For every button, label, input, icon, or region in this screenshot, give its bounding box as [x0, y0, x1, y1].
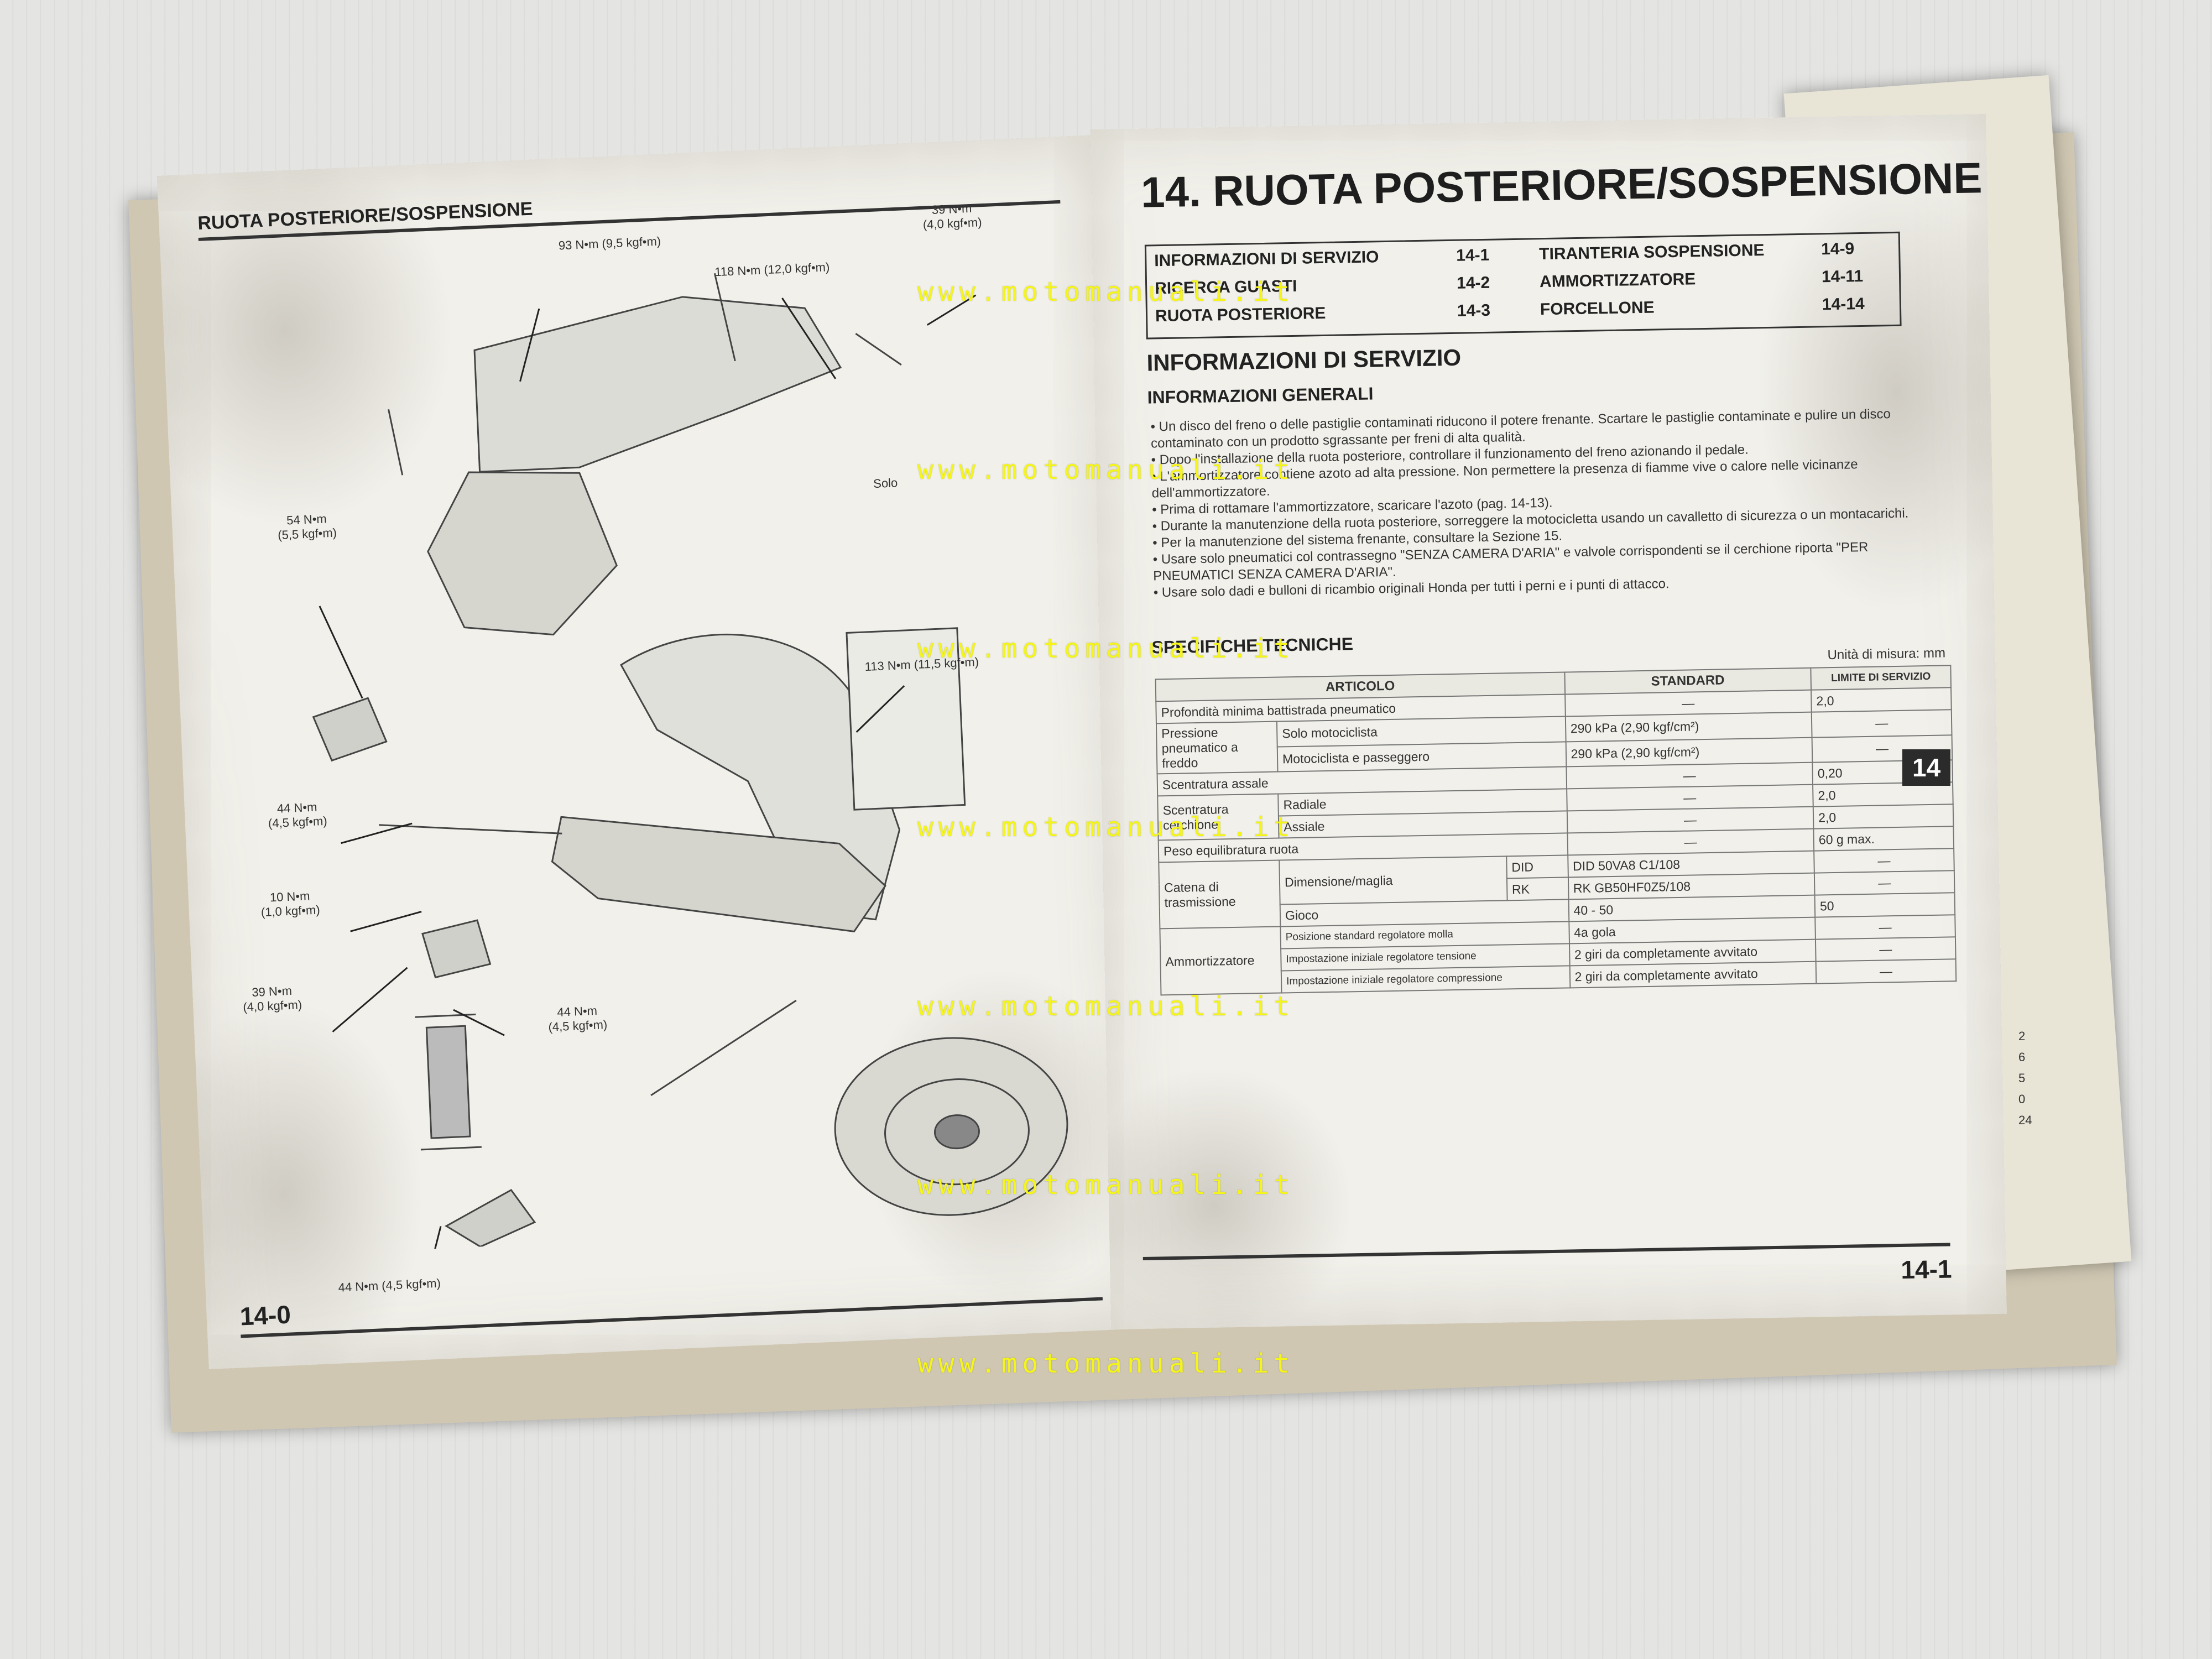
- toc-item-page: 14-2: [1456, 273, 1490, 293]
- watermark-text: www.motomanuali.it: [917, 991, 1295, 1022]
- edge-tab-numbers: 2 6 5 0 24: [2018, 1026, 2032, 1131]
- torque-label: 54 N•m (5,5 kgf•m): [277, 512, 337, 542]
- table-cell: 290 kPa (2,90 kgf/cm²): [1566, 737, 1813, 767]
- table-cell: —: [1811, 709, 1952, 738]
- exploded-suspension-diagram: [312, 273, 1068, 1258]
- watermark-text: www.motomanuali.it: [917, 633, 1295, 664]
- subsection-title: INFORMAZIONI GENERALI: [1147, 383, 1374, 408]
- table-cell: 60 g max.: [1813, 826, 1954, 851]
- table-cell: Catena di trasmissione: [1159, 860, 1281, 929]
- torque-label: 39 N•m (4,0 kgf•m): [922, 201, 983, 232]
- torque-label: 44 N•m (4,5 kgf•m): [268, 800, 328, 831]
- table-cell: 50: [1814, 893, 1955, 917]
- edge-number: 0: [2018, 1092, 2026, 1106]
- table-cell: Dimensione/maglia: [1279, 856, 1507, 905]
- toc-item-page: 14-11: [1821, 267, 1864, 286]
- table-cell: 2 giri da completamente avvitato: [1569, 961, 1817, 988]
- table-cell: 2,0: [1811, 687, 1952, 712]
- edge-number: 2: [2018, 1029, 2026, 1043]
- section-title: INFORMAZIONI DI SERVIZIO: [1146, 344, 1462, 376]
- watermark-text: www.motomanuali.it: [917, 276, 1295, 307]
- table-cell: DID: [1506, 855, 1568, 879]
- table-cell: 2,0: [1813, 804, 1954, 829]
- table-cell: —: [1815, 937, 1956, 962]
- torque-label: 44 N•m (4,5 kgf•m): [547, 1003, 608, 1034]
- toc-item-page: 14-14: [1822, 294, 1865, 314]
- toc-item-page: 14-1: [1455, 246, 1490, 265]
- table-cell: 290 kPa (2,90 kgf/cm²): [1565, 712, 1812, 742]
- table-cell: Ammortizzatore: [1160, 926, 1282, 995]
- table-cell: Impostazione iniziale regolatore compres…: [1281, 966, 1571, 993]
- toc-item-label: TIRANTERIA SOSPENSIONE: [1538, 241, 1765, 264]
- toc-item-page: 14-9: [1820, 239, 1855, 259]
- watermark-text: www.motomanuali.it: [917, 455, 1295, 486]
- left-page: RUOTA POSTERIORE/SOSPENSIONE: [156, 134, 1149, 1370]
- table-cell: Pressione pneumatico a freddo: [1156, 721, 1278, 774]
- toc-item-label: INFORMAZIONI DI SERVIZIO: [1154, 248, 1379, 270]
- edge-number: 24: [2018, 1113, 2032, 1127]
- toc-item-label: FORCELLONE: [1540, 298, 1655, 319]
- column-header: LIMITE DI SERVIZIO: [1811, 665, 1952, 690]
- bullet-list: • Un disco del freno o delle pastiglie c…: [1150, 405, 1944, 602]
- table-cell: —: [1814, 870, 1955, 895]
- edge-number: 5: [2018, 1071, 2026, 1085]
- table-cell: —: [1814, 848, 1954, 873]
- section-thumb-tab: 14: [1902, 749, 1951, 786]
- watermark-text: www.motomanuali.it: [917, 812, 1295, 843]
- table-cell: —: [1815, 915, 1955, 940]
- torque-label: 10 N•m (1,0 kgf•m): [260, 889, 321, 920]
- toc-item-page: 14-3: [1457, 301, 1491, 320]
- page-number: 14-0: [239, 1300, 291, 1331]
- watermark-text: www.motomanuali.it: [917, 1170, 1295, 1201]
- table-cell: —: [1815, 959, 1957, 984]
- watermark-text: www.motomanuali.it: [917, 1348, 1295, 1379]
- page-number: 14-1: [1900, 1254, 1952, 1285]
- table-cell: RK: [1506, 877, 1569, 901]
- units-note: Unità di misura: mm: [1827, 645, 1946, 663]
- toc-item-label: AMMORTIZZATORE: [1539, 270, 1696, 291]
- edge-number: 6: [2018, 1050, 2026, 1064]
- torque-label: 39 N•m (4,0 kgf•m): [242, 983, 302, 1014]
